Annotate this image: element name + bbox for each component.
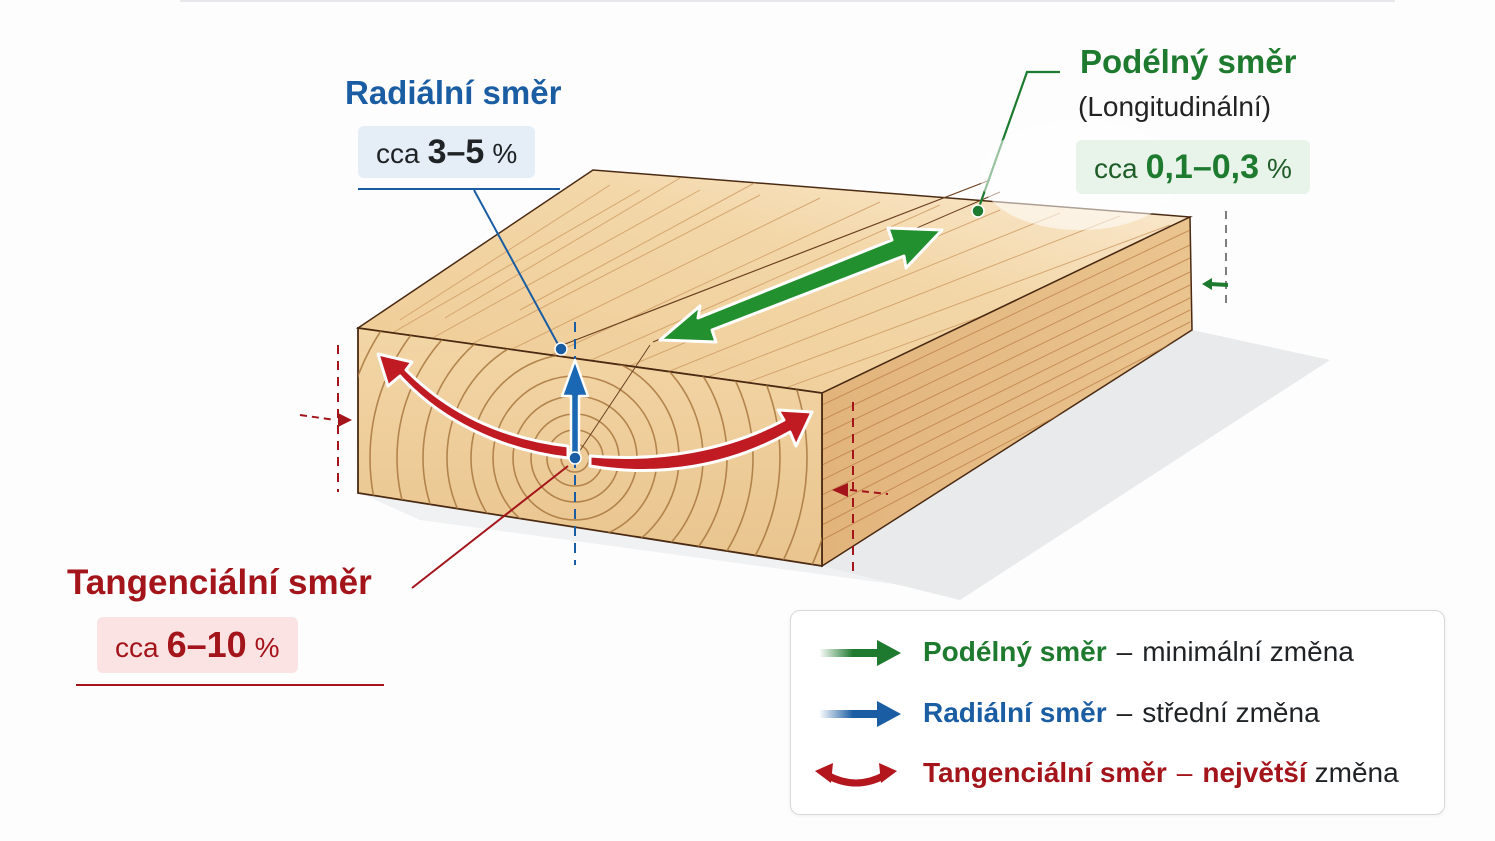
radial-title: Radiální směr (345, 74, 562, 111)
left-inward-arrow-icon (338, 413, 352, 427)
top-crack-line (559, 179, 991, 347)
block-front-face (357, 326, 823, 568)
radial-prefix: cca (376, 138, 420, 169)
legend-desc: minimální změna (1142, 636, 1354, 667)
legend-box: Podélný směr – minimální změna Radiální … (790, 610, 1445, 815)
longitudinal-value: 0,1–0,3 (1145, 148, 1260, 186)
longitudinal-value-badge: cca 0,1–0,3 % (1076, 140, 1310, 194)
legend-item-tangential: Tangenciální směr – největší změna (791, 753, 1399, 793)
longitudinal-prefix: cca (1094, 153, 1138, 184)
tangential-value: 6–10 (166, 624, 247, 665)
legend-item-radial: Radiální směr – střední změna (791, 693, 1320, 733)
tangential-value-badge: cca 6–10 % (97, 617, 298, 673)
tangential-curved-arrows-icon (376, 352, 814, 473)
blue-arrow-right-icon (791, 693, 901, 733)
radial-underline (358, 188, 560, 190)
longitudinal-unit: % (1267, 153, 1292, 184)
radial-leader-line (473, 189, 561, 349)
top-border-line (180, 0, 1395, 2)
radial-arrow-icon (560, 358, 590, 465)
tangential-leader-line (411, 465, 569, 589)
tangential-underline (76, 684, 384, 686)
legend-dash: – (1176, 757, 1193, 788)
legend-desc: změna (1314, 757, 1399, 788)
radial-value: 3–5 (427, 133, 485, 171)
legend-desc: střední změna (1142, 697, 1320, 728)
tangential-prefix: cca (115, 632, 159, 663)
legend-item-longitudinal: Podélný směr – minimální změna (791, 632, 1354, 672)
pith-center-dot (568, 451, 582, 465)
green-arrow-right-icon (791, 632, 901, 672)
radial-unit: % (492, 138, 518, 169)
legend-emphasis: největší (1202, 757, 1307, 788)
longitudinal-subtitle: (Longitudinální) (1078, 91, 1272, 122)
legend-dash: – (1116, 697, 1133, 728)
tangential-unit: % (254, 632, 280, 663)
legend-name: Radiální směr (923, 697, 1107, 728)
radial-value-badge: cca 3–5 % (358, 126, 536, 178)
red-curved-double-arrow-icon (791, 753, 901, 793)
longitudinal-double-arrow-icon (658, 226, 944, 344)
tangential-title: Tangenciální směr (67, 563, 372, 602)
legend-name: Podélný směr (923, 636, 1107, 667)
longitudinal-title: Podélný směr (1080, 43, 1297, 80)
right-inward-arrow-icon (832, 483, 848, 497)
legend-dash: – (1116, 636, 1133, 667)
end-inward-arrow-icon (1202, 278, 1212, 290)
legend-name: Tangenciální směr (923, 757, 1167, 788)
block-shadow (822, 330, 1330, 600)
